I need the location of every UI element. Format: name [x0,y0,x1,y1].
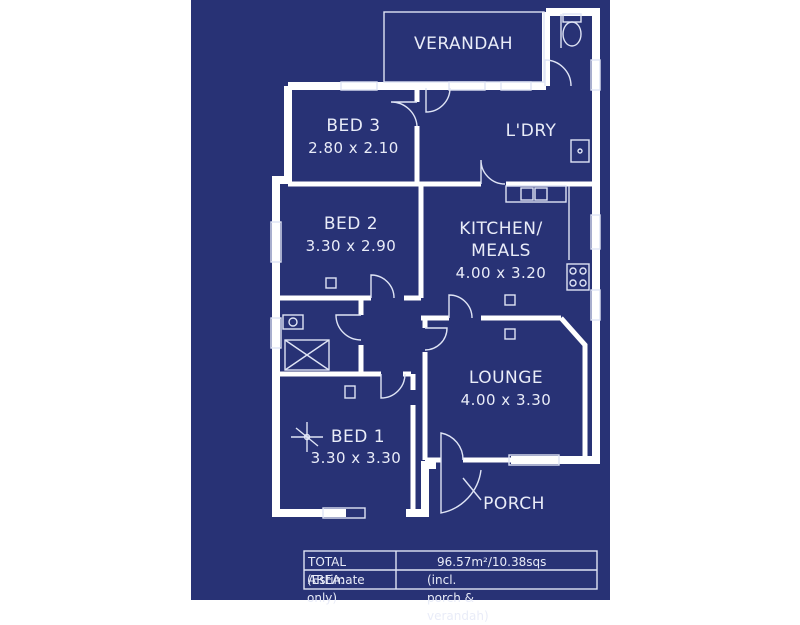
room-porch-name: PORCH [483,494,545,514]
plan-details [270,11,601,590]
room-kitchen: KITCHEN/ MEALS 4.00 x 3.20 [436,218,566,284]
room-verandah: VERANDAH [406,33,521,55]
room-kitchen-dims: 4.00 x 3.20 [455,264,547,282]
room-bed2-dims: 3.30 x 2.90 [305,237,397,255]
room-bed3: BED 3 2.80 x 2.10 [296,115,411,159]
floor-plan [270,8,601,590]
room-bed1-dims-box: 3.30 x 3.30 [296,447,416,469]
room-bed3-dims: 2.80 x 2.10 [308,139,399,157]
room-bed2: BED 2 3.30 x 2.90 [291,213,411,257]
room-lounge: LOUNGE 4.00 x 3.30 [441,367,571,411]
total-area-value: 96.57m²/10.38sqs [437,555,547,569]
estimate-note: (Estimate only) [307,573,365,605]
exterior-walls [272,8,600,517]
room-bed1-dims: 3.30 x 3.30 [310,449,402,467]
room-laundry: L'DRY [491,120,571,142]
room-laundry-name: L'DRY [505,121,557,141]
room-bed3-name: BED 3 [326,116,381,136]
room-kitchen-name2: MEALS [471,241,531,261]
room-bed1: BED 1 [308,426,408,448]
room-lounge-dims: 4.00 x 3.30 [460,391,552,409]
total-area-label: TOTAL AREA: [308,555,347,587]
room-kitchen-name: KITCHEN/ [459,219,543,239]
interior-walls [279,90,593,513]
area-value-note: (incl. porch & verandah) [427,573,489,623]
room-bed1-name: BED 1 [330,427,386,447]
lounge-angled-wall [559,316,588,460]
room-lounge-name: LOUNGE [468,368,544,388]
room-porch: PORCH [479,493,549,515]
blueprint-sheet: VERANDAH BED 3 2.80 x 2.10 L'DRY BED 2 3… [191,0,610,623]
room-bed2-name: BED 2 [323,214,379,234]
room-verandah-name: VERANDAH [413,34,514,54]
